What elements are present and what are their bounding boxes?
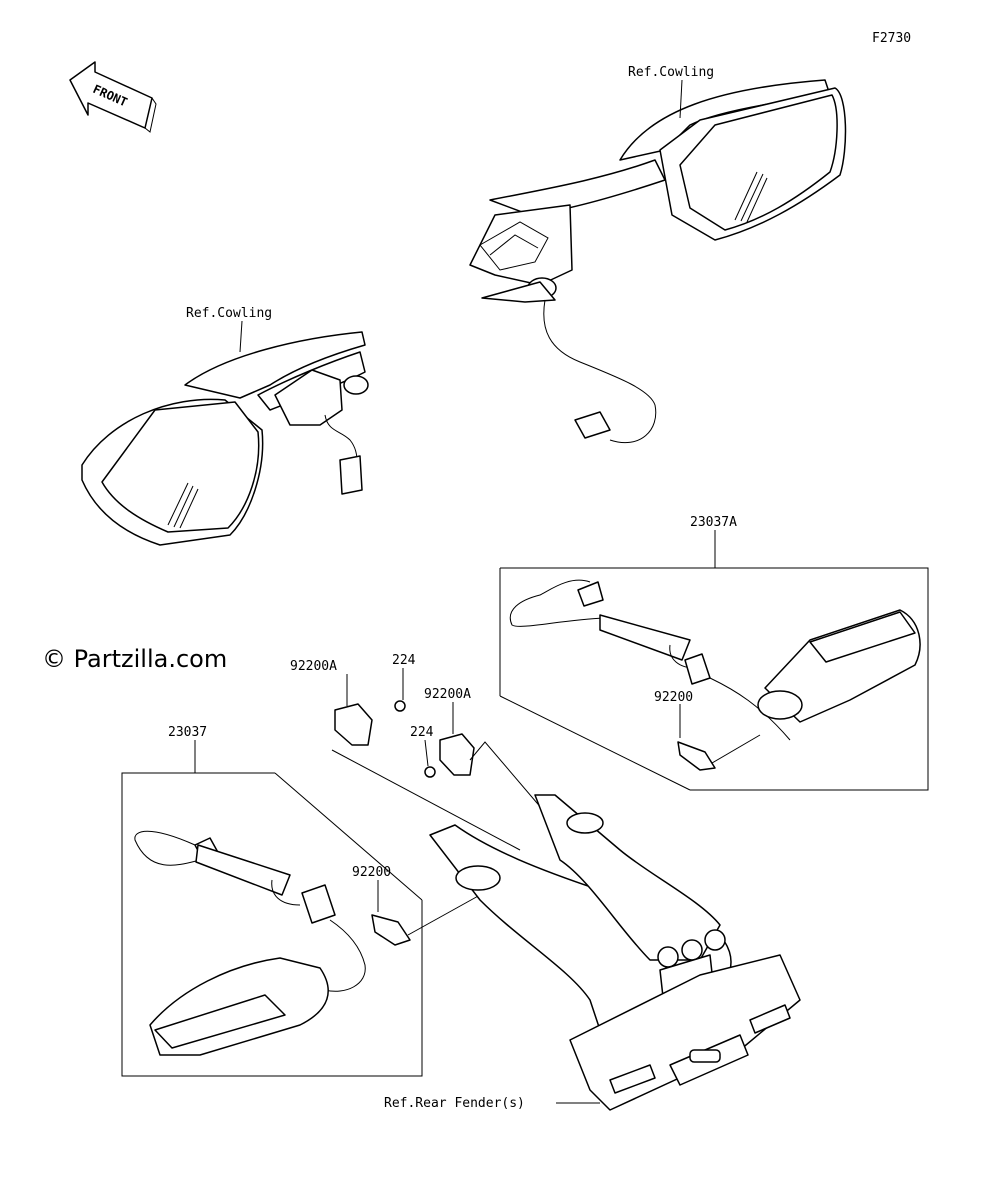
ref-cowling-right-label: Ref.Cowling bbox=[628, 65, 714, 80]
rear-fender-bracket-illustration bbox=[429, 794, 801, 1111]
part-92200-left-label: 92200 bbox=[352, 865, 391, 880]
grommet-92200-right bbox=[677, 741, 716, 771]
ref-cowling-left-label: Ref.Cowling bbox=[186, 306, 272, 321]
ref-rear-fender-label: Ref.Rear Fender(s) bbox=[384, 1096, 525, 1111]
part-23037-label: 23037 bbox=[168, 725, 207, 740]
part-92200-right-label: 92200 bbox=[654, 690, 693, 705]
part-92200A-right-label: 92200A bbox=[424, 687, 471, 702]
right-turn-signal-illustration bbox=[509, 579, 921, 741]
front-arrow-icon: FRONT bbox=[69, 61, 157, 133]
part-224-right-label: 224 bbox=[410, 725, 434, 740]
bracket-92200A-left bbox=[334, 703, 373, 746]
part-224-left-label: 224 bbox=[392, 653, 416, 668]
part-23037A-label: 23037A bbox=[690, 515, 737, 530]
diagram-code: F2730 bbox=[872, 31, 911, 46]
screw-224-right bbox=[424, 766, 436, 778]
screw-224-left bbox=[394, 700, 406, 712]
box-23037A bbox=[500, 567, 929, 791]
left-mirror-illustration bbox=[81, 331, 369, 546]
right-mirror-illustration bbox=[469, 79, 847, 444]
grommet-92200-left bbox=[371, 914, 411, 946]
part-92200A-left-label: 92200A bbox=[290, 659, 337, 674]
left-turn-signal-illustration bbox=[134, 830, 366, 1056]
box-23037 bbox=[121, 772, 423, 1077]
bracket-92200A-right bbox=[439, 733, 475, 776]
watermark: © Partzilla.com bbox=[42, 645, 227, 673]
